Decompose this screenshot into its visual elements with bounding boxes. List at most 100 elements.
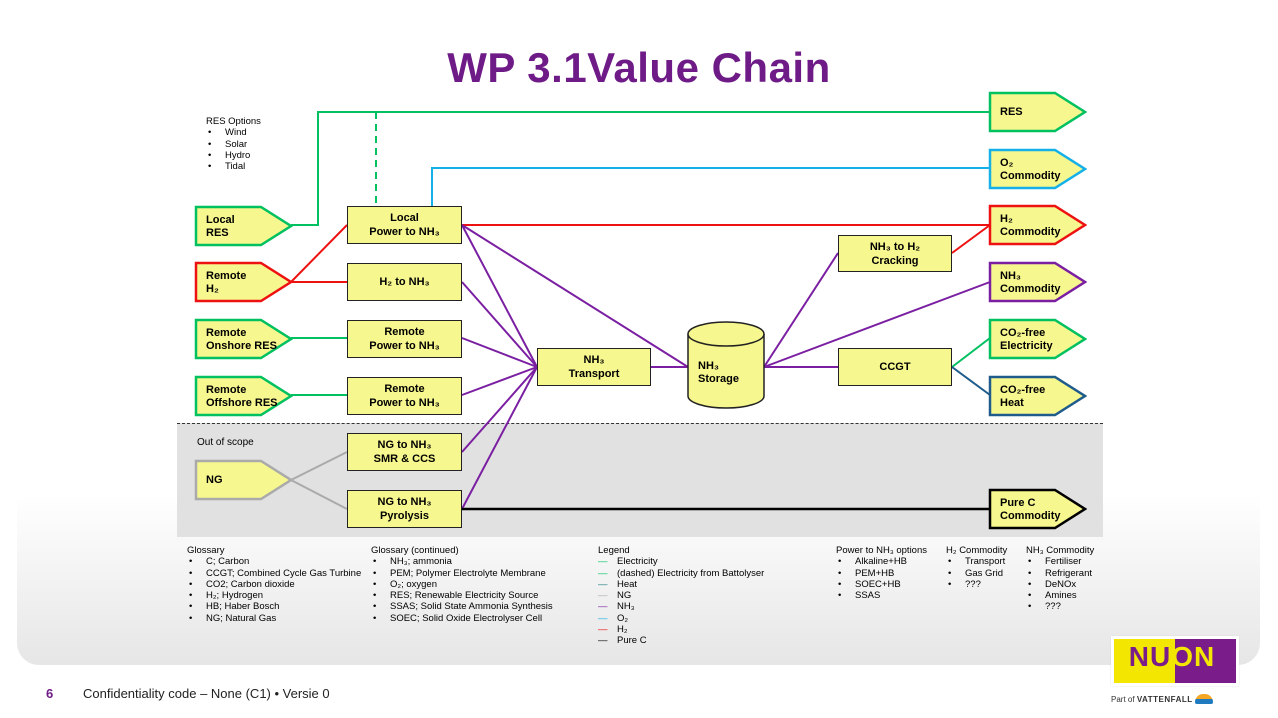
h2-commodity-heading: H₂ Commodity — [946, 545, 1008, 556]
line-ccgt-electricity — [951, 337, 991, 368]
glossary-item: O₂; oxygen — [371, 579, 553, 591]
output-node — [988, 318, 1087, 360]
legend-item: Electricity — [598, 556, 764, 568]
vattenfall-tagline: Part of VATTENFALL — [1111, 694, 1213, 704]
line-nh3-transport-1 — [461, 281, 538, 368]
line-ng-pyrolysis — [290, 479, 348, 510]
line-nh3-transport-4 — [461, 366, 538, 453]
legend-item: O₂ — [598, 613, 764, 625]
page-number: 6 — [46, 686, 54, 701]
legend-item: Heat — [598, 579, 764, 591]
glossary-item: PEM; Polymer Electrolyte Membrane — [371, 568, 553, 580]
output-node — [988, 204, 1087, 246]
res-option-item: Tidal — [206, 161, 261, 173]
confidentiality-text: Confidentiality code – None (C1) • Versi… — [83, 686, 330, 701]
nuon-logo — [1111, 636, 1239, 686]
page-title: WP 3.1Value Chain — [447, 44, 831, 91]
glossary-item: CCGT; Combined Cycle Gas Turbine — [187, 568, 361, 580]
p2n-option-item: PEM+HB — [836, 568, 927, 580]
line-res-output — [291, 111, 990, 226]
p2n-option-item: SSAS — [836, 590, 927, 602]
res-option-item: Solar — [206, 139, 261, 151]
output-node — [988, 261, 1087, 303]
nh3-commodity-list: NH₃ Commodity FertiliserRefrigerantDeNOx… — [1026, 545, 1094, 613]
glossary-heading: Glossary — [187, 545, 225, 556]
legend-item: NH₃ — [598, 601, 764, 613]
source-node — [194, 205, 293, 247]
output-node — [988, 375, 1087, 417]
output-node — [988, 148, 1087, 190]
glossary: Glossary C; CarbonCCGT; Combined Cycle G… — [187, 545, 361, 624]
legend: Legend Electricity(dashed) Electricity f… — [598, 545, 764, 647]
line-storage-cracking — [763, 252, 839, 368]
res-options: RES Options WindSolarHydroTidal — [206, 116, 261, 173]
h2-commodity-item: Transport — [946, 556, 1007, 568]
legend-item: NG — [598, 590, 764, 602]
p2n-option-item: Alkaline+HB — [836, 556, 927, 568]
line-local-storage — [461, 224, 689, 368]
line-storage-nh3 — [763, 281, 991, 368]
line-remote-h2-local — [290, 224, 348, 283]
output-node-label: RES — [1000, 106, 1023, 118]
source-node — [194, 261, 293, 303]
legend-item: H₂ — [598, 624, 764, 636]
glossary-continued: Glossary (continued) NH₃; ammoniaPEM; Po… — [371, 545, 553, 624]
h2-commodity-item: Gas Grid — [946, 568, 1007, 580]
nh3-storage-cylinder — [687, 321, 765, 409]
line-nh3-transport-0 — [461, 224, 538, 368]
nuon-logo-text: NUON — [1128, 641, 1216, 672]
p2n-option-item: SOEC+HB — [836, 579, 927, 591]
p2n-heading: Power to NH₃ options — [836, 545, 927, 556]
source-node-label: NG — [206, 474, 223, 486]
glossary-item: SSAS; Solid State Ammonia Synthesis — [371, 601, 553, 613]
process-box: H₂ to NH₃ — [347, 263, 462, 301]
h2-commodity-item: ??? — [946, 579, 1007, 591]
legend-heading: Legend — [598, 545, 630, 556]
line-nh3-transport-3 — [461, 366, 538, 396]
line-cracking-h2 — [951, 224, 991, 254]
glossary-item: NH₃; ammonia — [371, 556, 553, 568]
source-node — [194, 375, 293, 417]
glossary-item: C; Carbon — [187, 556, 361, 568]
nh3-commodity-item: Amines — [1026, 590, 1094, 602]
nh3-commodity-item: Fertiliser — [1026, 556, 1094, 568]
res-option-item: Hydro — [206, 150, 261, 162]
glossary-item: NG; Natural Gas — [187, 613, 361, 625]
nh3-commodity-item: Refrigerant — [1026, 568, 1094, 580]
legend-item: Pure C — [598, 635, 764, 647]
output-node — [988, 91, 1087, 133]
nh3-commodity-heading: NH₃ Commodity — [1026, 545, 1095, 556]
glossary-item: CO2; Carbon dioxide — [187, 579, 361, 591]
source-node — [194, 459, 293, 501]
output-node — [988, 488, 1087, 530]
glossary-item: RES; Renewable Electricity Source — [371, 590, 553, 602]
ccgt-box: CCGT — [838, 348, 952, 386]
line-nh3-transport-2 — [461, 337, 538, 368]
glossary-continued-heading: Glossary (continued) — [371, 545, 459, 556]
out-of-scope-label: Out of scope — [197, 437, 254, 448]
out-of-scope-region — [177, 423, 1103, 537]
source-node — [194, 318, 293, 360]
line-nh3-transport-5 — [461, 366, 538, 510]
power-to-nh3-options: Power to NH₃ options Alkaline+HBPEM+HBSO… — [836, 545, 927, 602]
res-options-heading: RES Options — [206, 116, 261, 127]
glossary-item: SOEC; Solid Oxide Electrolyser Cell — [371, 613, 553, 625]
nh3-commodity-item: ??? — [1026, 601, 1094, 613]
line-ng-smr — [290, 451, 348, 481]
